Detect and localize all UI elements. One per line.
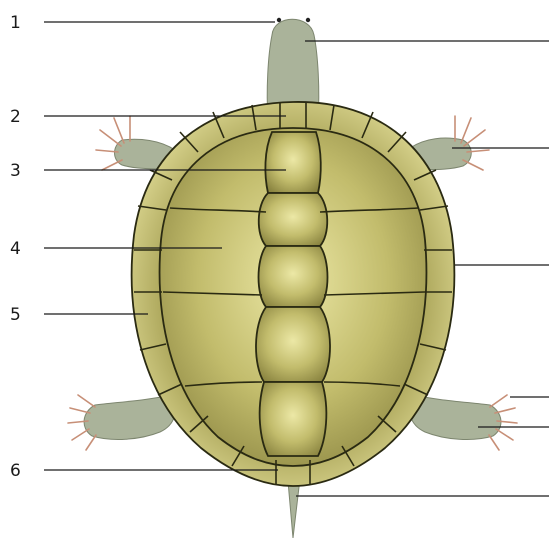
label-4: 4	[10, 239, 21, 259]
eye-right	[306, 18, 310, 22]
vertebral-scute-1	[265, 132, 320, 193]
vertebral-scutes	[256, 132, 330, 456]
vertebral-scute-2	[259, 193, 328, 246]
label-1-group: 1	[10, 13, 275, 33]
label-5-group: 5	[10, 305, 148, 325]
vertebral-scute-5	[260, 382, 327, 456]
vertebral-scute-4	[256, 307, 330, 382]
hind-right-leg	[410, 395, 517, 450]
vertebral-scute-3	[259, 246, 328, 307]
label-6: 6	[10, 461, 21, 481]
hind-left-leg	[68, 395, 175, 450]
label-2: 2	[10, 107, 21, 127]
label-3: 3	[10, 161, 21, 181]
label-5: 5	[10, 305, 21, 325]
eye-left	[277, 18, 281, 22]
label-1: 1	[10, 13, 21, 33]
